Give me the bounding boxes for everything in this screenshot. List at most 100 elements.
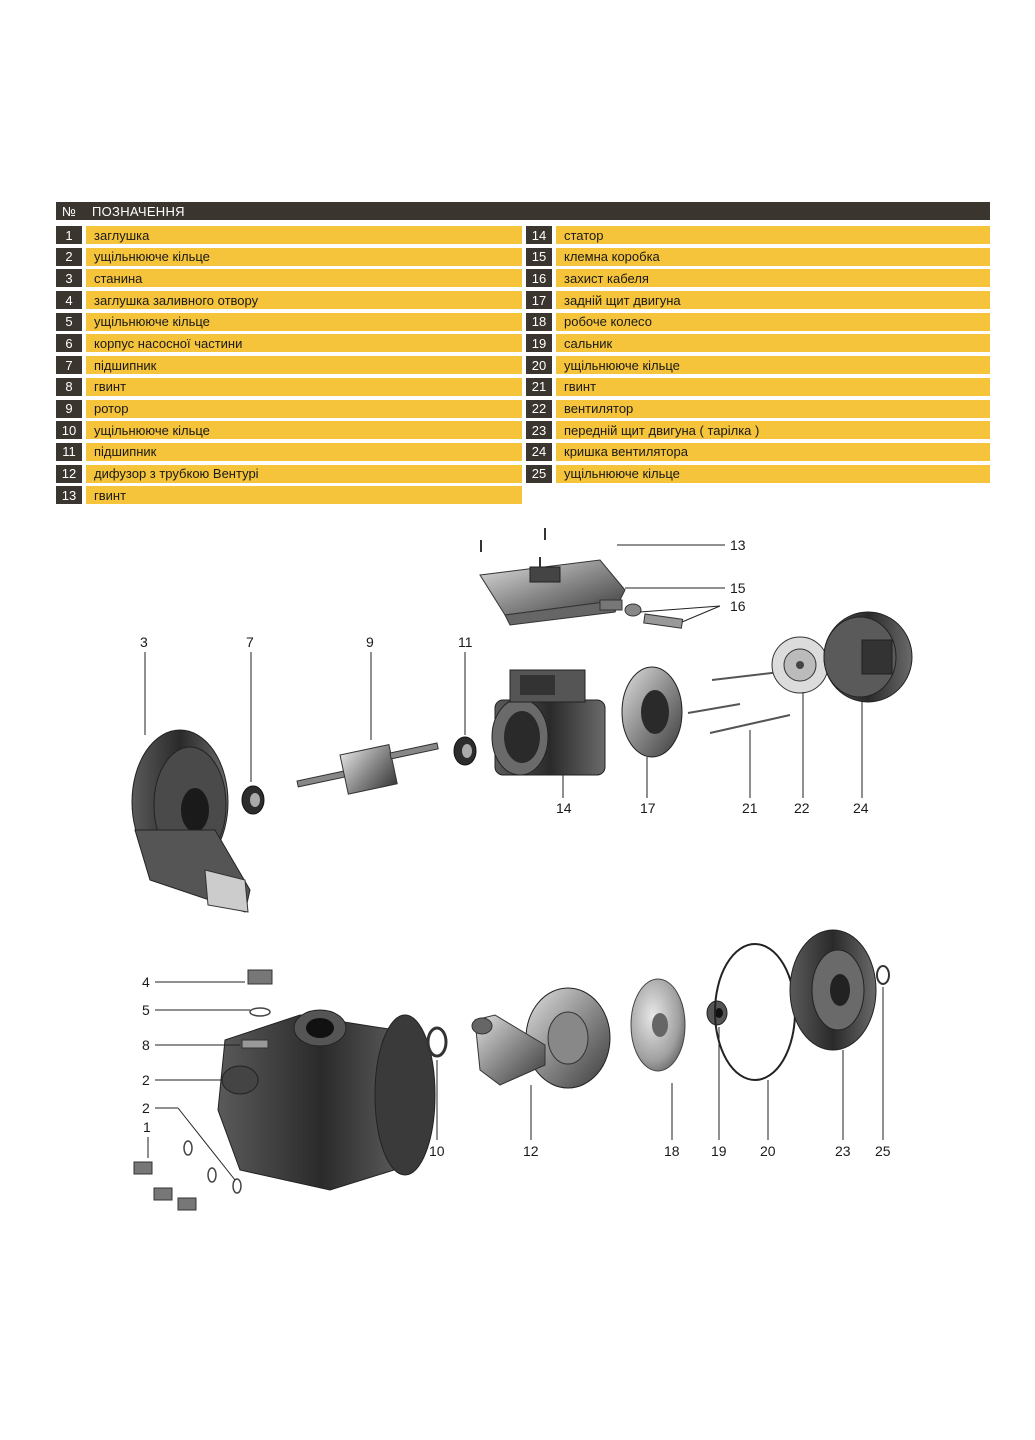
seal-ring-25-icon	[876, 965, 890, 985]
legend-item-label: вентилятор	[556, 399, 990, 418]
callout-18: 18	[664, 1143, 680, 1159]
legend-item-label: ротор	[86, 399, 522, 418]
callout-1: 1	[143, 1119, 151, 1135]
screw-21-icon	[687, 671, 791, 734]
legend-item-number: 21	[526, 377, 552, 396]
legend-item-number: 8	[56, 377, 82, 396]
terminal-box	[479, 559, 626, 626]
legend-item-label: кришка вентилятора	[556, 442, 990, 461]
legend-item-label: задній щит двигуна	[556, 291, 990, 310]
callout-5: 5	[142, 1002, 150, 1018]
callout-22: 22	[794, 800, 810, 816]
legend-item-label: підшипник	[86, 442, 522, 461]
legend-item-number: 5	[56, 312, 82, 331]
screw-13-icon	[480, 528, 546, 568]
legend-item-number: 24	[526, 442, 552, 461]
diffuser-venturi	[471, 987, 611, 1089]
legend-item-number: 1	[56, 226, 82, 244]
callout-14: 14	[556, 800, 572, 816]
legend-item-label: гвинт	[86, 486, 522, 505]
legend-item-number: 13	[56, 486, 82, 505]
callout-9: 9	[366, 634, 374, 650]
fan-cover	[823, 611, 913, 703]
bearing-11-icon	[453, 736, 477, 766]
legend-item-label: ущільнююче кільце	[556, 464, 990, 483]
legend-item-number: 22	[526, 399, 552, 418]
legend-item-label: заглушка заливного отвору	[86, 291, 522, 310]
legend-item-label: ущільнююче кільце	[556, 356, 990, 375]
legend-item-number: 17	[526, 291, 552, 310]
bracket-housing	[131, 729, 251, 913]
seal-ring-10-icon	[426, 1026, 448, 1058]
exploded-pump-diagram: 13 15 16 3 7 9 11 14	[131, 528, 913, 1211]
gland-seal-icon	[706, 1000, 728, 1026]
callout-10: 10	[429, 1143, 445, 1159]
seal-5-icon	[249, 1007, 271, 1017]
legend-item-label: статор	[556, 226, 990, 244]
legend-item-number: 10	[56, 421, 82, 440]
impeller-icon	[630, 978, 686, 1072]
legend-item-number: 14	[526, 226, 552, 244]
legend-item-label: захист кабеля	[556, 269, 990, 288]
cable-protection-icon	[599, 599, 684, 629]
legend-item-number: 2	[56, 247, 82, 266]
legend-header-number: №	[62, 203, 76, 219]
legend-item-number: 9	[56, 399, 82, 418]
legend-item-number: 4	[56, 291, 82, 310]
legend-item-number: 20	[526, 356, 552, 375]
callout-15: 15	[730, 580, 746, 596]
legend-item-label: гвинт	[556, 377, 990, 396]
callout-13: 13	[730, 537, 746, 553]
callout-24: 24	[853, 800, 869, 816]
legend-header: № ПОЗНАЧЕННЯ	[56, 202, 990, 220]
callout-16: 16	[730, 598, 746, 614]
legend-item-number: 25	[526, 464, 552, 483]
callout-8: 8	[142, 1037, 150, 1053]
plug-4-icon	[247, 969, 273, 985]
legend-item-number: 19	[526, 334, 552, 353]
legend-item-label: ущільнююче кільце	[86, 421, 522, 440]
legend-item-label: ущільнююче кільце	[86, 312, 522, 331]
callout-3: 3	[140, 634, 148, 650]
rotor	[296, 742, 439, 795]
legend-item-label: заглушка	[86, 226, 522, 244]
callout-20: 20	[760, 1143, 776, 1159]
legend-item-label: передній щит двигуна ( тарілка )	[556, 421, 990, 440]
legend-item-number: 15	[526, 247, 552, 266]
callout-2b: 2	[142, 1100, 150, 1116]
legend-item-number: 3	[56, 269, 82, 288]
plug-1-icon	[133, 1161, 197, 1211]
callout-21: 21	[742, 800, 758, 816]
legend-item-number: 11	[56, 442, 82, 461]
callout-11: 11	[458, 634, 473, 650]
rear-motor-shield	[621, 666, 683, 758]
callout-12: 12	[523, 1143, 539, 1159]
stator	[491, 669, 606, 776]
front-motor-shield	[789, 929, 877, 1051]
callout-2a: 2	[142, 1072, 150, 1088]
legend-item-label: клемна коробка	[556, 247, 990, 266]
legend-header-label: ПОЗНАЧЕННЯ	[92, 203, 185, 219]
